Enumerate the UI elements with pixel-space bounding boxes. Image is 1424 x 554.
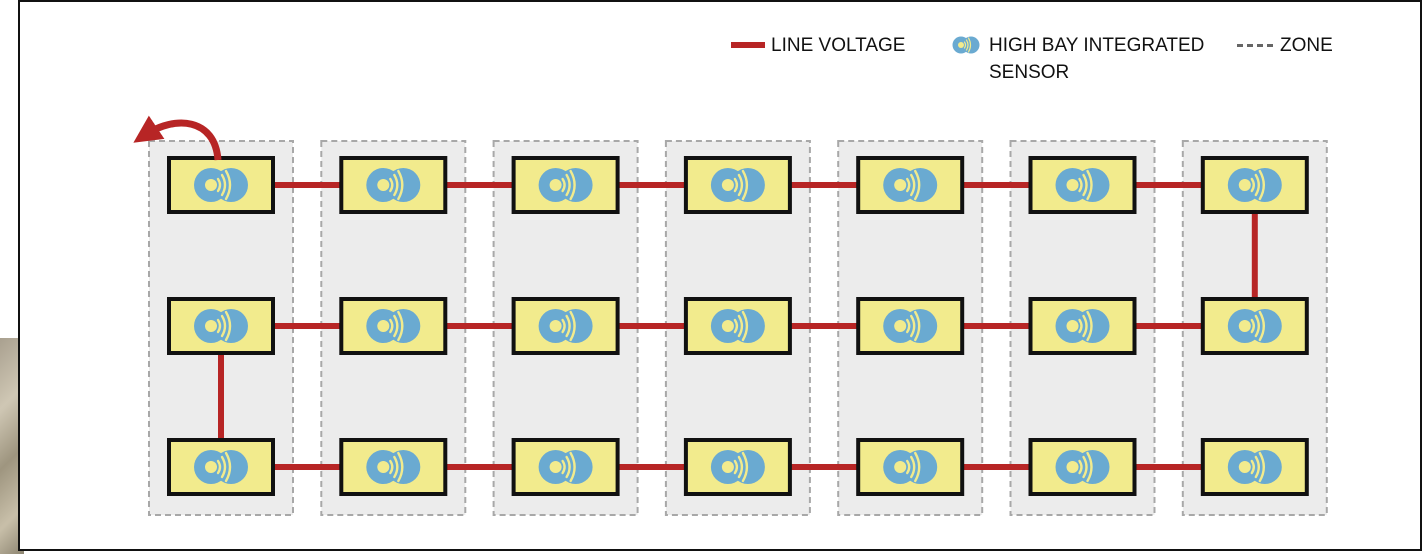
high-bay-sensor-icon — [366, 309, 420, 343]
high-bay-fixture — [858, 299, 962, 353]
high-bay-sensor-icon — [883, 450, 937, 484]
legend-line-voltage-label: LINE VOLTAGE — [771, 35, 905, 57]
high-bay-sensor-icon — [883, 168, 937, 202]
high-bay-fixture — [686, 158, 790, 212]
high-bay-sensor-icon — [711, 168, 765, 202]
high-bay-sensor-icon — [194, 450, 248, 484]
high-bay-sensor-icon — [1228, 168, 1282, 202]
high-bay-fixture — [686, 440, 790, 494]
high-bay-sensor-icon — [711, 450, 765, 484]
high-bay-sensor-icon — [1056, 168, 1110, 202]
zone-dashed-swatch — [1237, 44, 1273, 47]
high-bay-sensor-icon — [951, 34, 981, 56]
high-bay-fixture — [1031, 440, 1135, 494]
high-bay-sensor-icon — [711, 309, 765, 343]
high-bay-fixture — [686, 299, 790, 353]
high-bay-sensor-icon — [366, 450, 420, 484]
high-bay-sensor-icon — [1228, 309, 1282, 343]
high-bay-sensor-icon — [194, 309, 248, 343]
high-bay-sensor-icon — [539, 450, 593, 484]
high-bay-fixture — [169, 158, 273, 212]
high-bay-fixture — [341, 158, 445, 212]
line-voltage-swatch — [731, 42, 765, 48]
high-bay-fixture — [1203, 158, 1307, 212]
high-bay-fixture — [169, 299, 273, 353]
high-bay-fixture — [1203, 440, 1307, 494]
high-bay-fixture — [514, 440, 618, 494]
high-bay-fixture — [514, 158, 618, 212]
high-bay-sensor-icon — [1056, 309, 1110, 343]
high-bay-fixture — [858, 440, 962, 494]
high-bay-fixture — [341, 440, 445, 494]
legend-zone-label: ZONE — [1280, 35, 1333, 57]
high-bay-sensor-icon — [1228, 450, 1282, 484]
high-bay-fixture — [169, 440, 273, 494]
fixtures-layer — [169, 158, 1307, 494]
high-bay-sensor-icon — [539, 168, 593, 202]
high-bay-fixture — [1031, 158, 1135, 212]
high-bay-fixture — [858, 158, 962, 212]
high-bay-sensor-icon — [883, 309, 937, 343]
high-bay-sensor-icon — [539, 309, 593, 343]
high-bay-sensor-icon — [366, 168, 420, 202]
high-bay-fixture — [1203, 299, 1307, 353]
legend-sensor-label-line2: SENSOR — [989, 62, 1069, 84]
high-bay-fixture — [1031, 299, 1135, 353]
legend-sensor-label: HIGH BAY INTEGRATED — [989, 35, 1204, 57]
high-bay-sensor-icon — [1056, 450, 1110, 484]
high-bay-sensor-icon — [194, 168, 248, 202]
high-bay-fixture — [514, 299, 618, 353]
high-bay-fixture — [341, 299, 445, 353]
